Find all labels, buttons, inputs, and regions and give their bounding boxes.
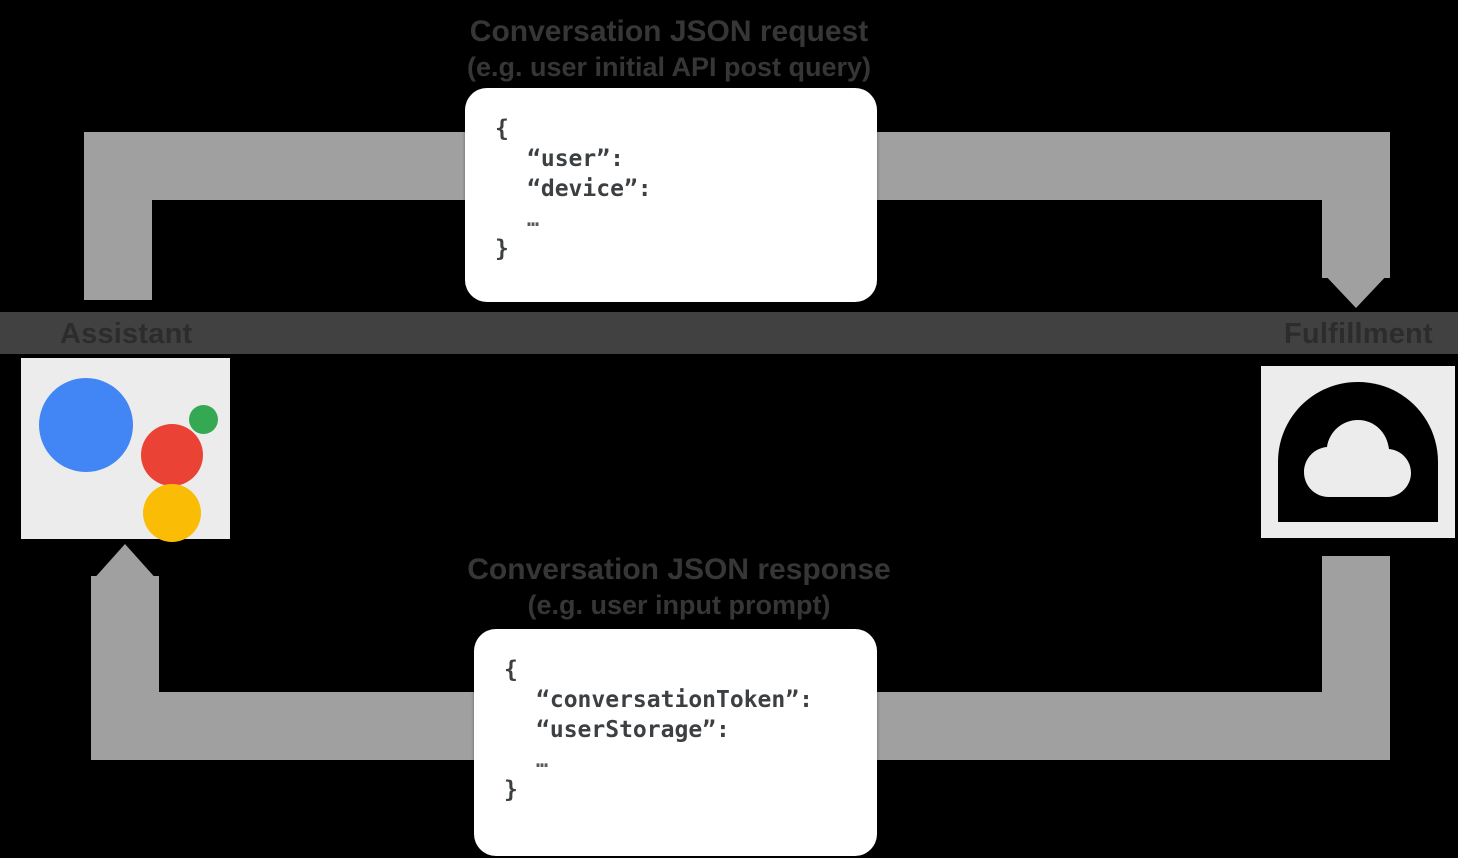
node-label-assistant: Assistant — [60, 318, 193, 350]
node-fulfillment[interactable] — [1261, 366, 1455, 538]
node-assistant[interactable] — [21, 358, 230, 542]
json-key-user: “user”: — [527, 146, 624, 172]
json-key-device: “device”: — [527, 176, 652, 202]
assistant-dot-yellow — [142, 483, 201, 542]
json-close-brace: } — [495, 236, 509, 262]
assistant-dot-red — [140, 423, 203, 486]
response-json-card: { “conversationToken”: “userStorage”: … … — [474, 629, 877, 856]
response-caption-title: Conversation JSON response — [467, 553, 891, 586]
json-close-brace: } — [504, 777, 518, 803]
assistant-dot-blue — [38, 377, 133, 472]
request-caption-title: Conversation JSON request — [469, 15, 869, 48]
response-caption: Conversation JSON response (e.g. user in… — [399, 552, 959, 622]
json-ellipsis: … — [536, 748, 550, 772]
node-label-band — [0, 312, 1458, 354]
request-caption-subtitle: (e.g. user initial API post query) — [466, 52, 872, 82]
response-caption-subtitle: (e.g. user input prompt) — [527, 590, 831, 620]
node-label-fulfillment: Fulfillment — [1284, 318, 1433, 350]
assistant-dot-green — [188, 404, 218, 434]
json-key-conversation-token: “conversationToken”: — [536, 687, 813, 713]
request-json-card: { “user”: “device”: … } — [465, 88, 877, 302]
json-open-brace: { — [495, 116, 509, 142]
json-key-user-storage: “userStorage”: — [536, 717, 730, 743]
json-open-brace: { — [504, 657, 518, 683]
json-ellipsis: … — [527, 207, 541, 231]
google-assistant-logo-icon — [31, 364, 221, 542]
request-caption: Conversation JSON request (e.g. user ini… — [389, 14, 949, 84]
cloud-icon — [1278, 382, 1438, 522]
